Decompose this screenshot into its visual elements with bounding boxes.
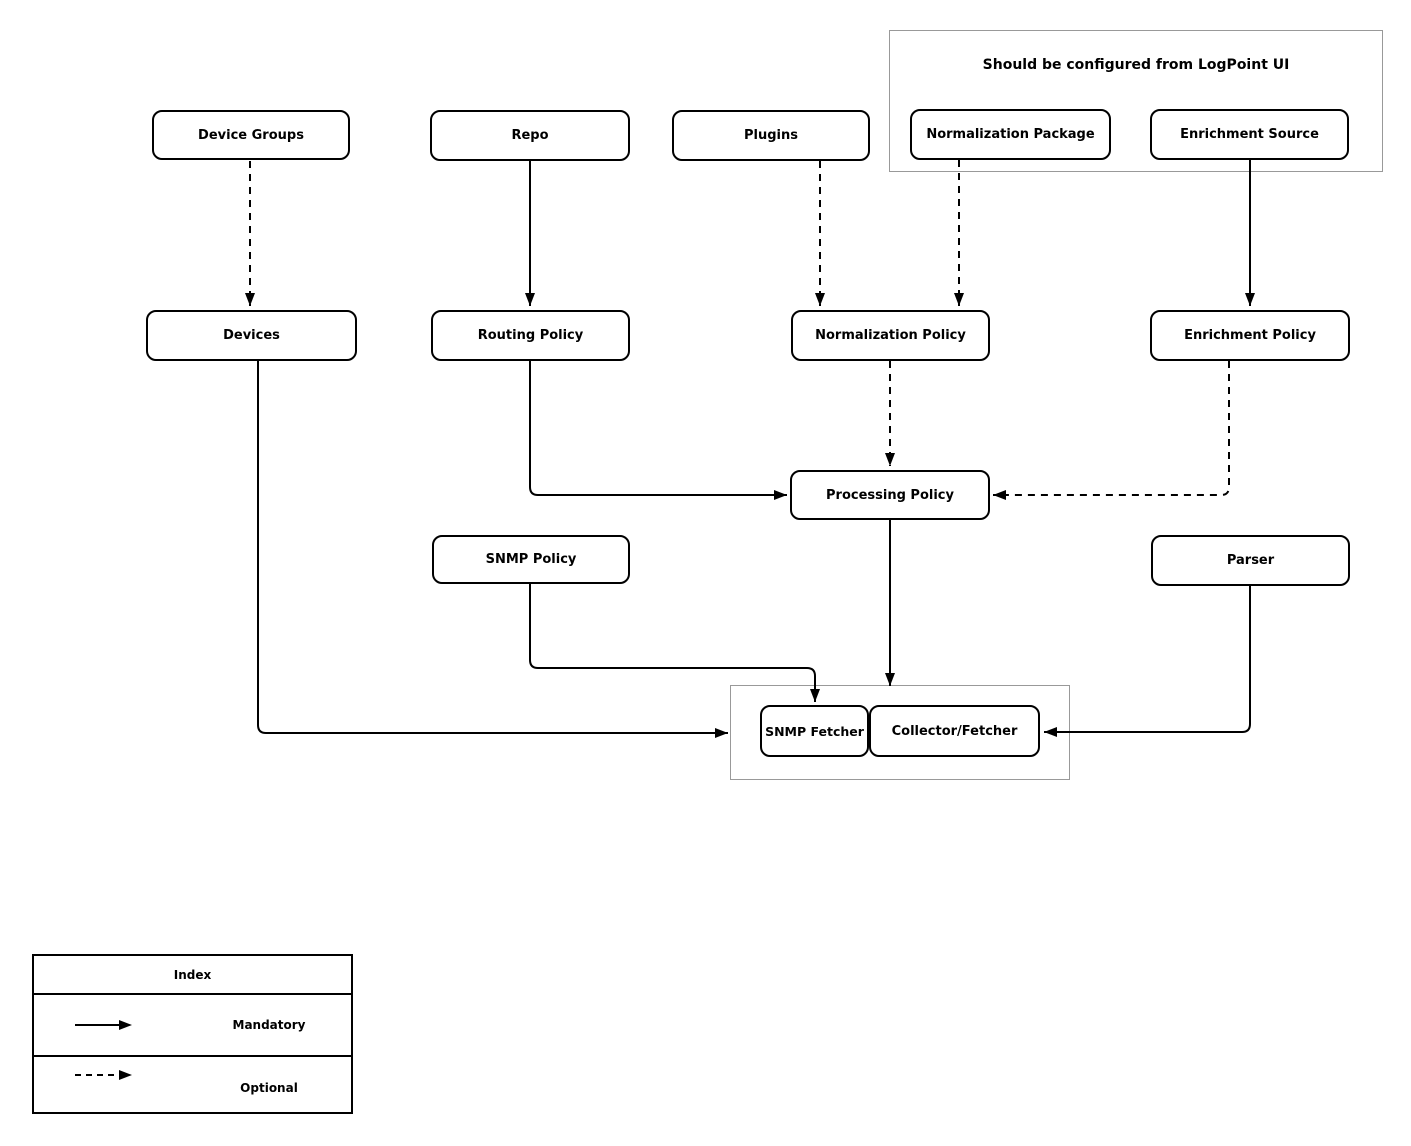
node-enrichment-policy: Enrichment Policy — [1150, 310, 1350, 361]
node-processing-policy: Processing Policy — [790, 470, 990, 520]
legend-optional-label: Optional — [240, 1080, 298, 1095]
legend-row-optional: Optional — [34, 1057, 351, 1112]
edge-routing-policy-to-processing-policy — [529, 361, 787, 500]
edge-parser-to-collector-fetcher — [1044, 586, 1251, 737]
optional-arrow-icon — [75, 1069, 132, 1080]
legend-row-mandatory: Mandatory — [34, 995, 351, 1057]
node-normalization-policy: Normalization Policy — [791, 310, 990, 361]
node-repo: Repo — [430, 110, 630, 161]
legend-mandatory-label: Mandatory — [232, 1018, 306, 1032]
edge-enrichment-policy-to-processing-policy — [993, 361, 1230, 500]
node-snmp-policy: SNMP Policy — [432, 535, 630, 584]
node-snmp-fetcher: SNMP Fetcher — [760, 705, 869, 757]
mandatory-arrow-icon — [75, 1020, 132, 1030]
node-plugins: Plugins — [672, 110, 870, 161]
logpoint-ui-group-title: Should be configured from LogPoint UI — [982, 57, 1290, 73]
node-collector-fetcher: Collector/Fetcher — [869, 705, 1040, 757]
node-device-groups: Device Groups — [152, 110, 350, 160]
logpoint-ui-group-box: Should be configured from LogPoint UI — [889, 30, 1383, 172]
node-enrichment-source: Enrichment Source — [1150, 109, 1349, 160]
legend-table: Index Mandatory Optional — [32, 954, 353, 1114]
node-routing-policy: Routing Policy — [431, 310, 630, 361]
node-normalization-package: Normalization Package — [910, 109, 1111, 160]
legend-title: Index — [34, 956, 351, 995]
node-parser: Parser — [1151, 535, 1350, 586]
node-devices: Devices — [146, 310, 357, 361]
